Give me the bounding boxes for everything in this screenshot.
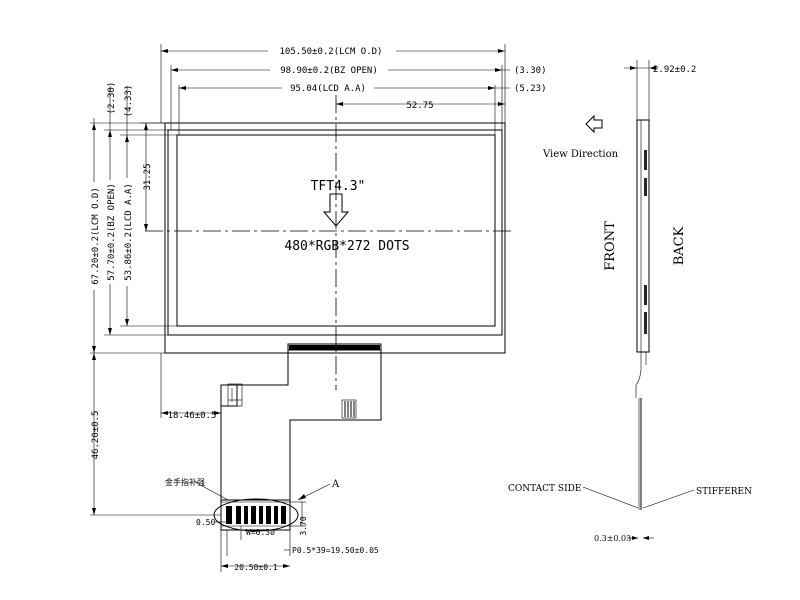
detail-marker-a: A <box>331 479 340 490</box>
fpc-outline <box>220 344 382 505</box>
top-dimensions: 105.50±0.2(LCM O.D) 98.90±0.2(BZ OPEN) (… <box>160 44 547 135</box>
dim-pin-width: W=0.30 <box>246 528 275 537</box>
dim-pin-height: 3.70 <box>299 516 308 535</box>
dim-thickness: 2.92±0.2 <box>653 65 696 75</box>
fpc-tab <box>227 383 243 407</box>
gold-fingers <box>226 506 286 524</box>
module-side-profile <box>636 119 650 353</box>
panel-title: TFT4.3" <box>311 179 366 194</box>
fpc-bond-area <box>287 343 382 351</box>
fpc-left-edge <box>220 350 289 505</box>
side-view: 2.92±0.2 View Direction FRONT BACK CONTA… <box>508 60 752 543</box>
view-direction-label: View Direction <box>542 149 619 160</box>
dim-top-gap-2: (4.33) <box>124 85 134 118</box>
dim-lcd-aa-width-right: (5.23) <box>514 84 547 94</box>
fpc-note: 金手指补强 <box>165 477 205 487</box>
fpc-bond-strip <box>289 345 380 350</box>
fpc-dimensions: 18.46±0.5 46.20±0.5 金手指补强 A 0.50 W=0.30 … <box>90 353 379 572</box>
dim-lcd-aa-width: 95.04(LCD A.A) <box>290 84 366 94</box>
dim-lcd-aa-height: 53.86±0.2(LCD A.A) <box>124 183 134 281</box>
dim-lcm-od-width: 105.50±0.2(LCM O.D) <box>280 47 383 57</box>
dim-fpc-length: 46.20±0.5 <box>91 411 101 460</box>
fpc-tail <box>635 352 642 398</box>
dim-pin-left: 0.50 <box>196 518 215 527</box>
front-view: TFT4.3" 480*RGB*272 DOTS <box>145 95 512 390</box>
fpc <box>213 343 382 532</box>
dim-fpc-offset: 18.46±0.5 <box>168 411 217 421</box>
fpc-components <box>341 399 357 419</box>
stiffener-label: STIFFEREN <box>696 487 752 497</box>
left-dimensions: 67.20±0.2(LCM O.D) 57.70±0.2(BZ OPEN) 53… <box>88 82 177 354</box>
view-arrow-icon <box>322 193 350 227</box>
bezel-opening <box>167 129 503 336</box>
view-direction-arrow-icon <box>585 114 603 134</box>
dim-top-gap-1: (2.30) <box>107 82 117 115</box>
contact-side-label: CONTACT SIDE <box>508 484 581 494</box>
back-label: BACK <box>672 226 687 265</box>
dim-bz-open-width: 98.90±0.2(BZ OPEN) <box>280 66 378 76</box>
dim-half-width: 52.75 <box>406 101 433 111</box>
dim-bz-open-height: 57.70±0.2(BZ OPEN) <box>107 183 117 281</box>
dim-connector-width: 20.50±0.1 <box>234 563 278 572</box>
front-label: FRONT <box>603 221 618 271</box>
dim-lcm-od-height: 67.20±0.2(LCM O.D) <box>91 187 101 285</box>
lcm-outline <box>164 122 506 354</box>
dim-pitch: P0.5*39=19.50±0.05 <box>292 546 379 555</box>
dim-half-height: 31.25 <box>143 163 153 190</box>
panel-resolution: 480*RGB*272 DOTS <box>284 239 409 254</box>
dim-bz-open-width-right: (3.30) <box>514 66 547 76</box>
dim-fpc-thickness: 0.3±0.03 <box>594 534 631 543</box>
